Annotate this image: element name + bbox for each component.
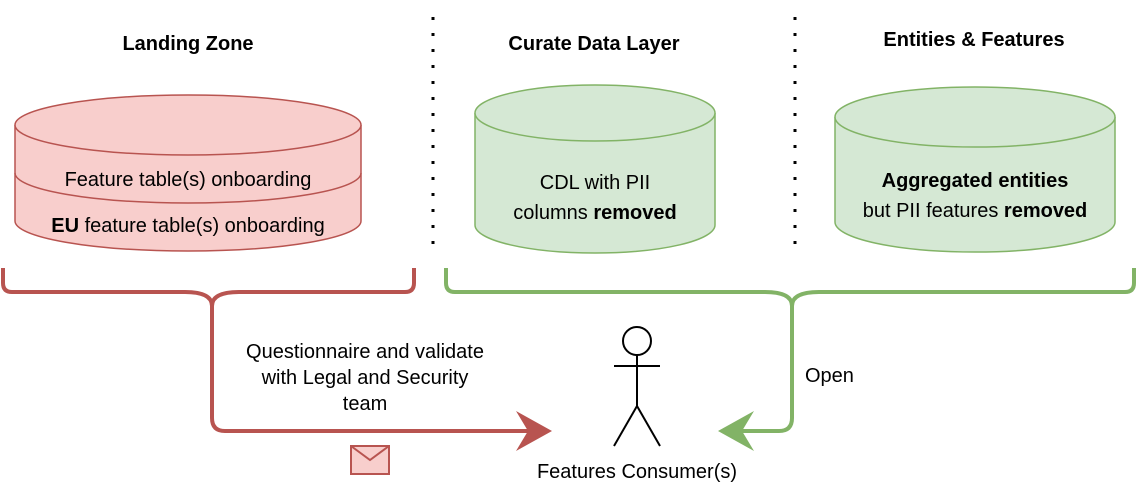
landing-zone-content: Feature table(s) onboarding EU feature t…	[15, 157, 361, 249]
entities-line-2: but PII features removed	[862, 200, 1088, 222]
curate-line-2: columns removed	[513, 202, 677, 224]
entities-features-title: Entities & Features	[883, 29, 1065, 51]
actor-label: Features Consumer(s)	[536, 461, 738, 483]
landing-zone-cylinder[interactable]	[14, 94, 362, 252]
entities-features-content: Aggregated entities but PII features rem…	[835, 166, 1115, 226]
restricted-flow-label: Questionnaire and validate with Legal an…	[246, 341, 484, 415]
open-flow-arrow[interactable]	[718, 304, 794, 451]
restricted-flow-arrow[interactable]	[210, 304, 552, 451]
curate-data-layer-cylinder[interactable]	[474, 84, 716, 254]
landing-zone-line-1: Feature table(s) onboarding	[64, 169, 312, 191]
open-flow-label: Open	[805, 365, 854, 387]
entities-line-1: Aggregated entities	[881, 170, 1069, 192]
open-bracket	[444, 268, 1136, 307]
curate-data-layer-title: Curate Data Layer	[508, 33, 680, 55]
landing-zone-line-2: EU feature table(s) onboarding	[51, 215, 325, 237]
curate-data-layer-content: CDL with PII columns removed	[475, 168, 715, 228]
curate-line-1: CDL with PII	[539, 172, 651, 194]
stick-figure-icon[interactable]	[613, 326, 661, 447]
restricted-bracket	[1, 268, 416, 307]
entities-features-cylinder[interactable]	[834, 86, 1116, 253]
landing-zone-title: Landing Zone	[122, 33, 254, 55]
envelope-icon	[350, 445, 390, 475]
